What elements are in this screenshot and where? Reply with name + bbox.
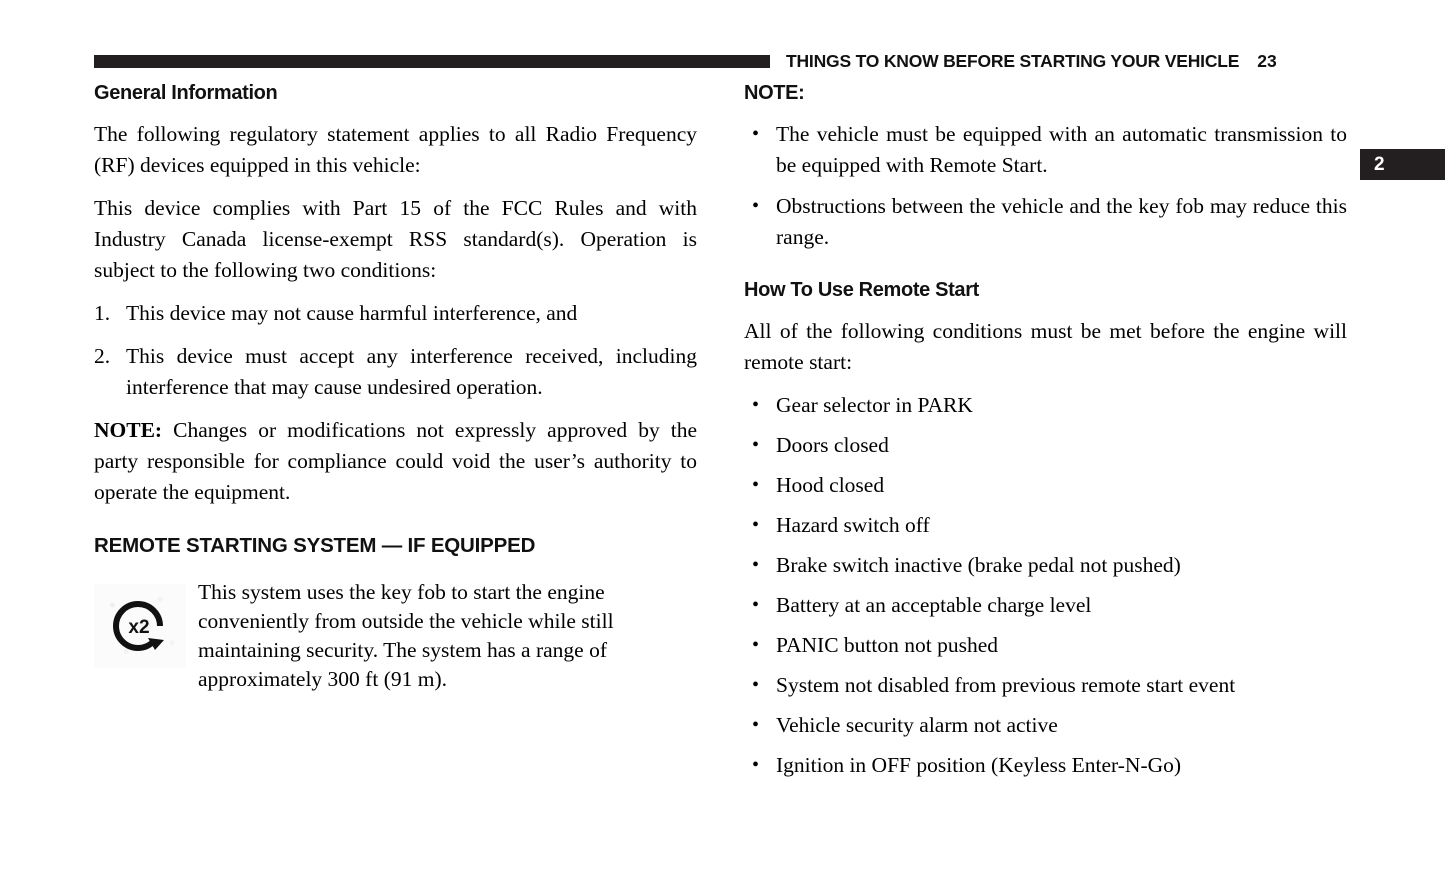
paragraph-conditions-intro: All of the following conditions must be … [744, 319, 1347, 374]
remote-start-conditions-list: Gear selector in PARK Doors closed Hood … [744, 390, 1347, 781]
page-number: 23 [1257, 50, 1277, 71]
heading-how-to-use-remote-start: How To Use Remote Start [744, 279, 979, 301]
fcc-conditions-list: 1. This device may not cause harmful inte… [94, 298, 697, 403]
chapter-tab-number: 2 [1374, 154, 1385, 175]
list-item: Gear selector in PARK [744, 390, 1347, 421]
note-text: Changes or modifications not expressly a… [94, 418, 697, 504]
list-item: The vehicle must be equipped with an aut… [744, 119, 1347, 181]
list-item: 1. This device may not cause harmful inte… [94, 298, 697, 329]
list-item-text: This device may not cause harmful interf… [126, 301, 578, 325]
list-item: Obstructions between the vehicle and the… [744, 191, 1347, 253]
paragraph-note-modifications: NOTE: Changes or modifications not expre… [94, 415, 697, 508]
remote-start-figure-caption: This system uses the key fob to start th… [198, 579, 614, 691]
note-label: NOTE: [94, 418, 163, 442]
left-column: General Information The following regula… [94, 82, 697, 694]
heading-note: NOTE: [744, 82, 805, 104]
note-bullet-list: The vehicle must be equipped with an aut… [744, 119, 1347, 253]
list-item: Hazard switch off [744, 510, 1347, 541]
list-item-text: This device must accept any interference… [126, 344, 697, 399]
list-item-number: 1. [94, 301, 111, 325]
list-item: 2. This device must accept any interferen… [94, 341, 697, 403]
circular-arrow-x2-glyph: x2 [113, 600, 164, 651]
list-item: Ignition in OFF position (Keyless Enter-… [744, 750, 1347, 781]
list-item: System not disabled from previous remote… [744, 670, 1347, 701]
chapter-tab: 2 [1360, 149, 1445, 180]
paragraph-fcc-compliance: This device complies with Part 15 of the… [94, 196, 697, 282]
page-header: THINGS TO KNOW BEFORE STARTING YOUR VEHI… [94, 46, 1347, 76]
remote-start-figure: x2 This system uses the key fob to start… [94, 578, 697, 694]
svg-text:x2: x2 [128, 617, 149, 638]
heading-general-information: General Information [94, 82, 278, 104]
list-item: Battery at an acceptable charge level [744, 590, 1347, 621]
page-title: THINGS TO KNOW BEFORE STARTING YOUR VEHI… [786, 50, 1240, 71]
list-item-number: 2. [94, 344, 111, 368]
right-column: NOTE: The vehicle must be equipped with … [744, 82, 1347, 793]
list-item: Doors closed [744, 430, 1347, 461]
remote-start-x2-icon: x2 [94, 583, 186, 668]
header-rule [94, 54, 770, 68]
list-item: Hood closed [744, 470, 1347, 501]
paragraph-regulatory-intro: The following regulatory statement appli… [94, 122, 697, 177]
list-item: Vehicle security alarm not active [744, 710, 1347, 741]
list-item: PANIC button not pushed [744, 630, 1347, 661]
list-item: Brake switch inactive (brake pedal not p… [744, 550, 1347, 581]
scan-texture [94, 583, 186, 668]
heading-remote-starting-system: REMOTE STARTING SYSTEM — IF EQUIPPED [94, 534, 536, 557]
